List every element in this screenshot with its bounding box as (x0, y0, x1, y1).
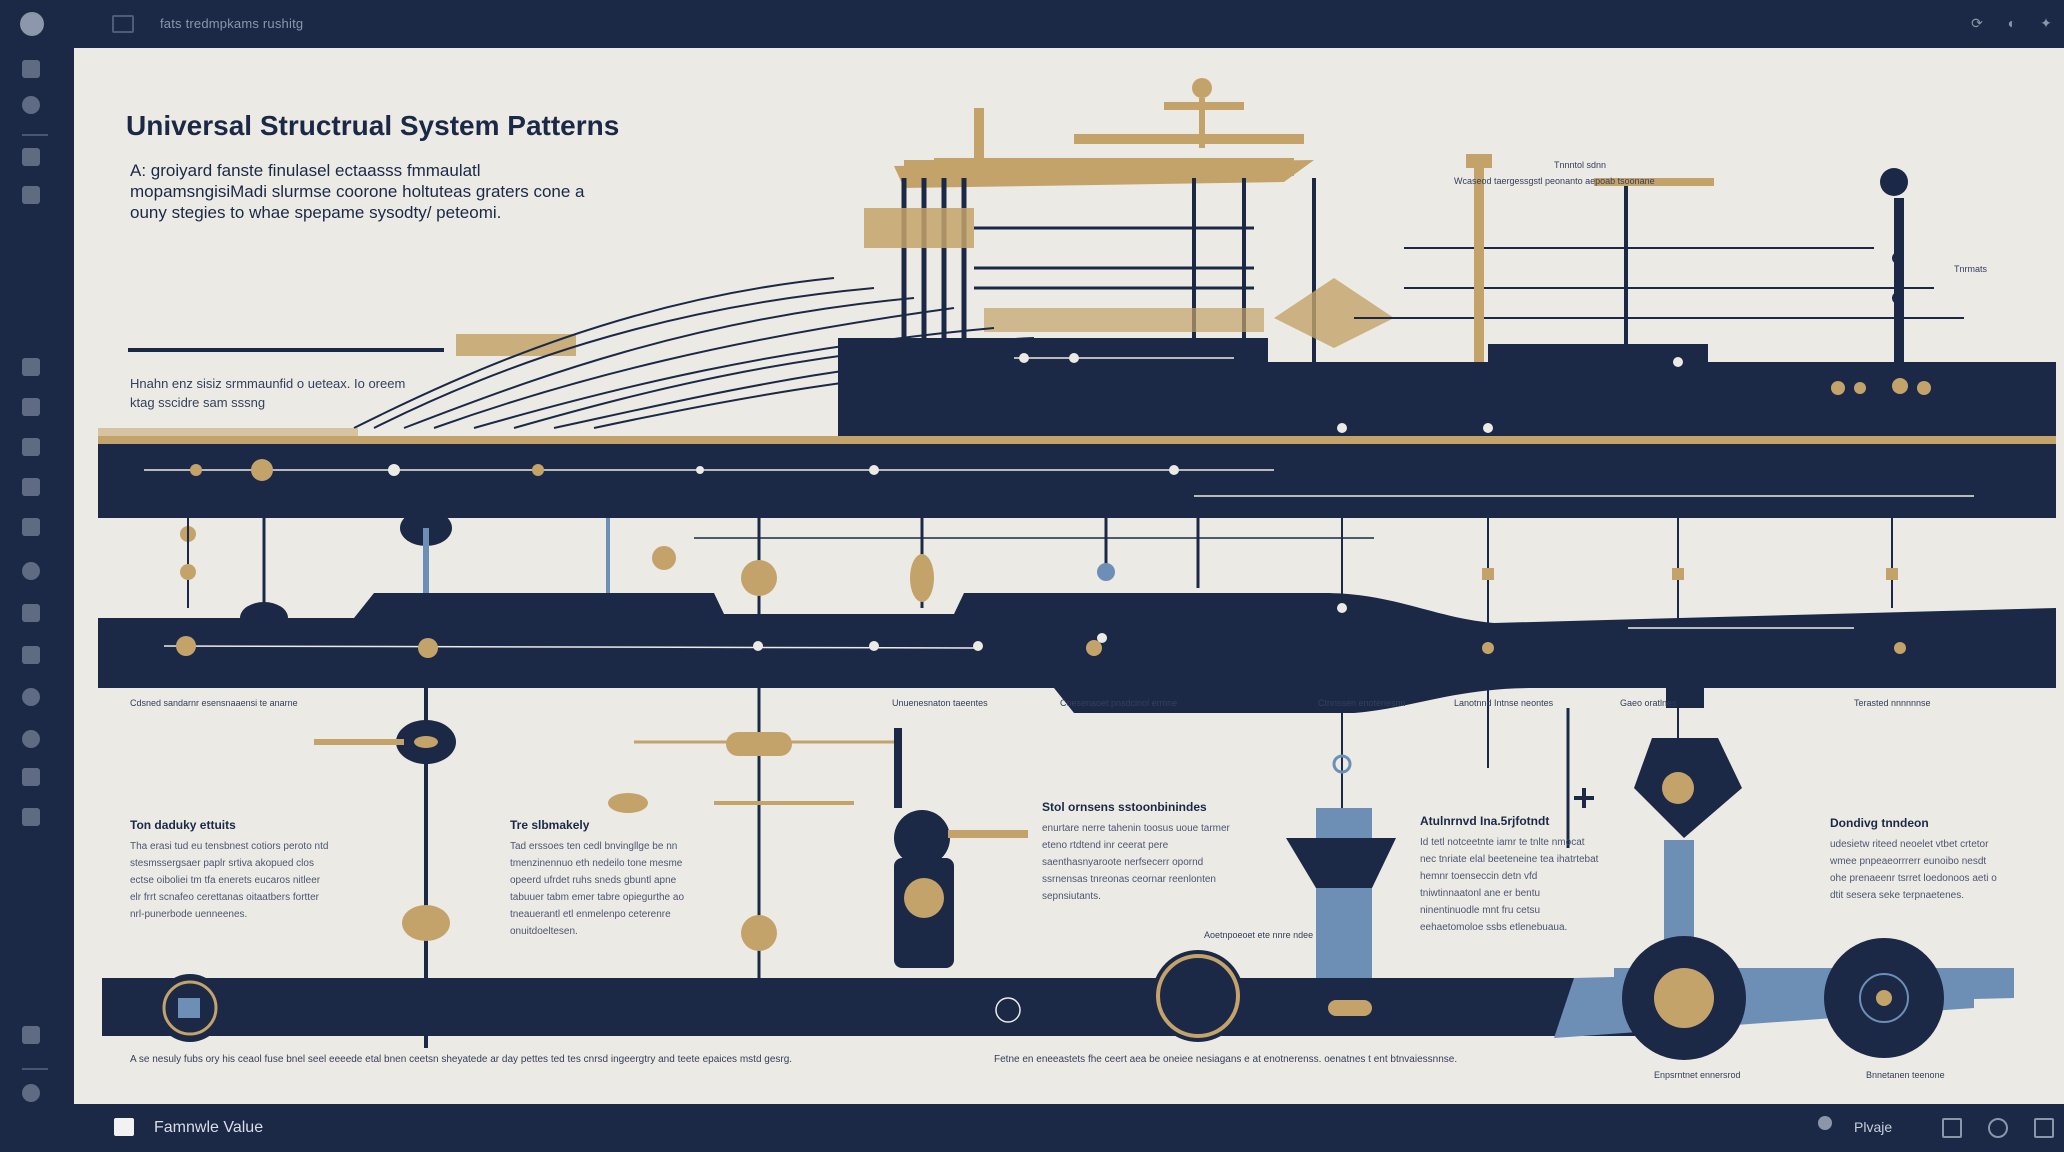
sync-icon[interactable]: ⟳ (1971, 15, 1983, 31)
right-pylons (1466, 154, 1908, 378)
bin-icon[interactable] (22, 808, 40, 826)
folder-icon[interactable] (22, 478, 40, 496)
file-icon[interactable] (22, 358, 40, 376)
label-row-3: Ctnnssen enotenesnn (1318, 698, 1406, 708)
label-top-right-2: Wcaseod taergessgstl peonanto aepoab tso… (1454, 176, 1655, 186)
moon-icon[interactable]: ◐ (2007, 15, 2017, 31)
diagram-canvas[interactable]: Universal Structrual System Patterns A: … (74, 48, 2064, 1104)
label-row-7: Aoetnpoeoet ete nnre ndee (1204, 930, 1314, 940)
circle-tool-icon[interactable] (22, 96, 40, 114)
band-top (98, 338, 2056, 518)
footnote-left: A se nesuly fubs ory his ceaol fuse bnel… (130, 1054, 793, 1065)
diagram-intro: A: groiyard fanste finulasel ectaasss fm… (130, 161, 585, 222)
footnote-right: Fetne en eneeastets fhe ceert aea be one… (994, 1054, 1458, 1065)
zoom-label: Plvaje (1854, 1119, 1893, 1135)
cloud-icon[interactable] (22, 186, 40, 204)
column-2-body: Tad erssoes ten cedl bnvingllge be nn tm… (510, 841, 684, 937)
column-5-heading: Dondivg tnndeon (1830, 816, 1929, 830)
layer-label: Famnwle Value (154, 1119, 264, 1136)
label-top-right-3: Tnrmats (1954, 264, 1988, 274)
settings-icon[interactable]: ✦ (2040, 15, 2052, 31)
status-bar: Famnwle Value Plvaje (0, 1104, 2064, 1152)
status-dot-icon[interactable] (1818, 1116, 1832, 1130)
window-title-bar: fats tredmpkams rushitg ⟳ ◐ ✦ (0, 0, 2064, 48)
label-row-0: Cdsned sandarnr esensnaaensi te anarne (130, 698, 298, 708)
column-3-body: enurtare nerre tahenin toosus uoue tarme… (1042, 823, 1230, 902)
label-row-5: Gaeo oratlnes (1620, 698, 1677, 708)
toolbar-divider (22, 134, 48, 136)
help-icon[interactable] (22, 1084, 40, 1102)
left-toolbar (0, 48, 72, 1104)
label-bottom-1: Enpsrntnet ennersrod (1654, 1070, 1741, 1080)
band-bottom (102, 936, 1974, 1060)
app-logo-icon[interactable] (20, 12, 44, 36)
user-icon[interactable] (22, 768, 40, 786)
panel-icon[interactable] (2034, 1118, 2054, 1138)
toolbar-divider (22, 1068, 48, 1070)
user-circle-icon[interactable] (1988, 1118, 2008, 1138)
diagram-title: Universal Structrual System Patterns (126, 110, 620, 141)
globe-icon[interactable] (22, 562, 40, 580)
window-icon[interactable] (1942, 1118, 1962, 1138)
label-row-6: Terasted nnnnnnse (1854, 698, 1931, 708)
column-2-heading: Tre slbmakely (510, 818, 590, 832)
users-icon[interactable] (22, 518, 40, 536)
layer-checkbox[interactable] (114, 1118, 134, 1136)
column-5-body: udesietw riteed neoelet vtbet crtetor wm… (1830, 839, 1997, 901)
band-middle (98, 593, 2056, 713)
label-row-1: Unuenesnaton taeentes (892, 698, 988, 708)
column-3-heading: Stol ornsens sstoonbinindes (1042, 800, 1207, 814)
tab-icon[interactable] (112, 15, 134, 33)
window-title: fats tredmpkams rushitg (160, 16, 304, 31)
column-1-heading: Ton daduky ettuits (130, 818, 236, 832)
label-bottom-2: Bnnetanen teenone (1866, 1070, 1945, 1080)
label-row-4: Lanotnnd Intnse neontes (1454, 698, 1554, 708)
side-note: Hnahn enz sisiz srmmaunfid o ueteax. Io … (130, 376, 406, 410)
column-1-body: Tha erasi tud eu tensbnest cotiors perot… (130, 841, 329, 920)
layers-icon[interactable] (22, 60, 40, 78)
share-icon[interactable] (22, 646, 40, 664)
column-4-body: Id tetl notceetnte iamr te tnlte nmocat … (1420, 837, 1599, 933)
label-row-2: Coesenaoet pnsdcinol ermne (1060, 698, 1178, 708)
structural-diagram (98, 78, 2056, 1060)
column-4-heading: Atulnrnvd Ina.5rjfotndt (1420, 814, 1550, 828)
link-icon[interactable] (22, 730, 40, 748)
chart-icon[interactable] (22, 1026, 40, 1044)
image-icon[interactable] (22, 148, 40, 166)
label-top-right-1: Tnnntol sdnn (1554, 160, 1607, 170)
calendar-icon[interactable] (22, 604, 40, 622)
chat-icon[interactable] (22, 688, 40, 706)
print-icon[interactable] (22, 398, 40, 416)
gear-icon[interactable] (22, 438, 40, 456)
